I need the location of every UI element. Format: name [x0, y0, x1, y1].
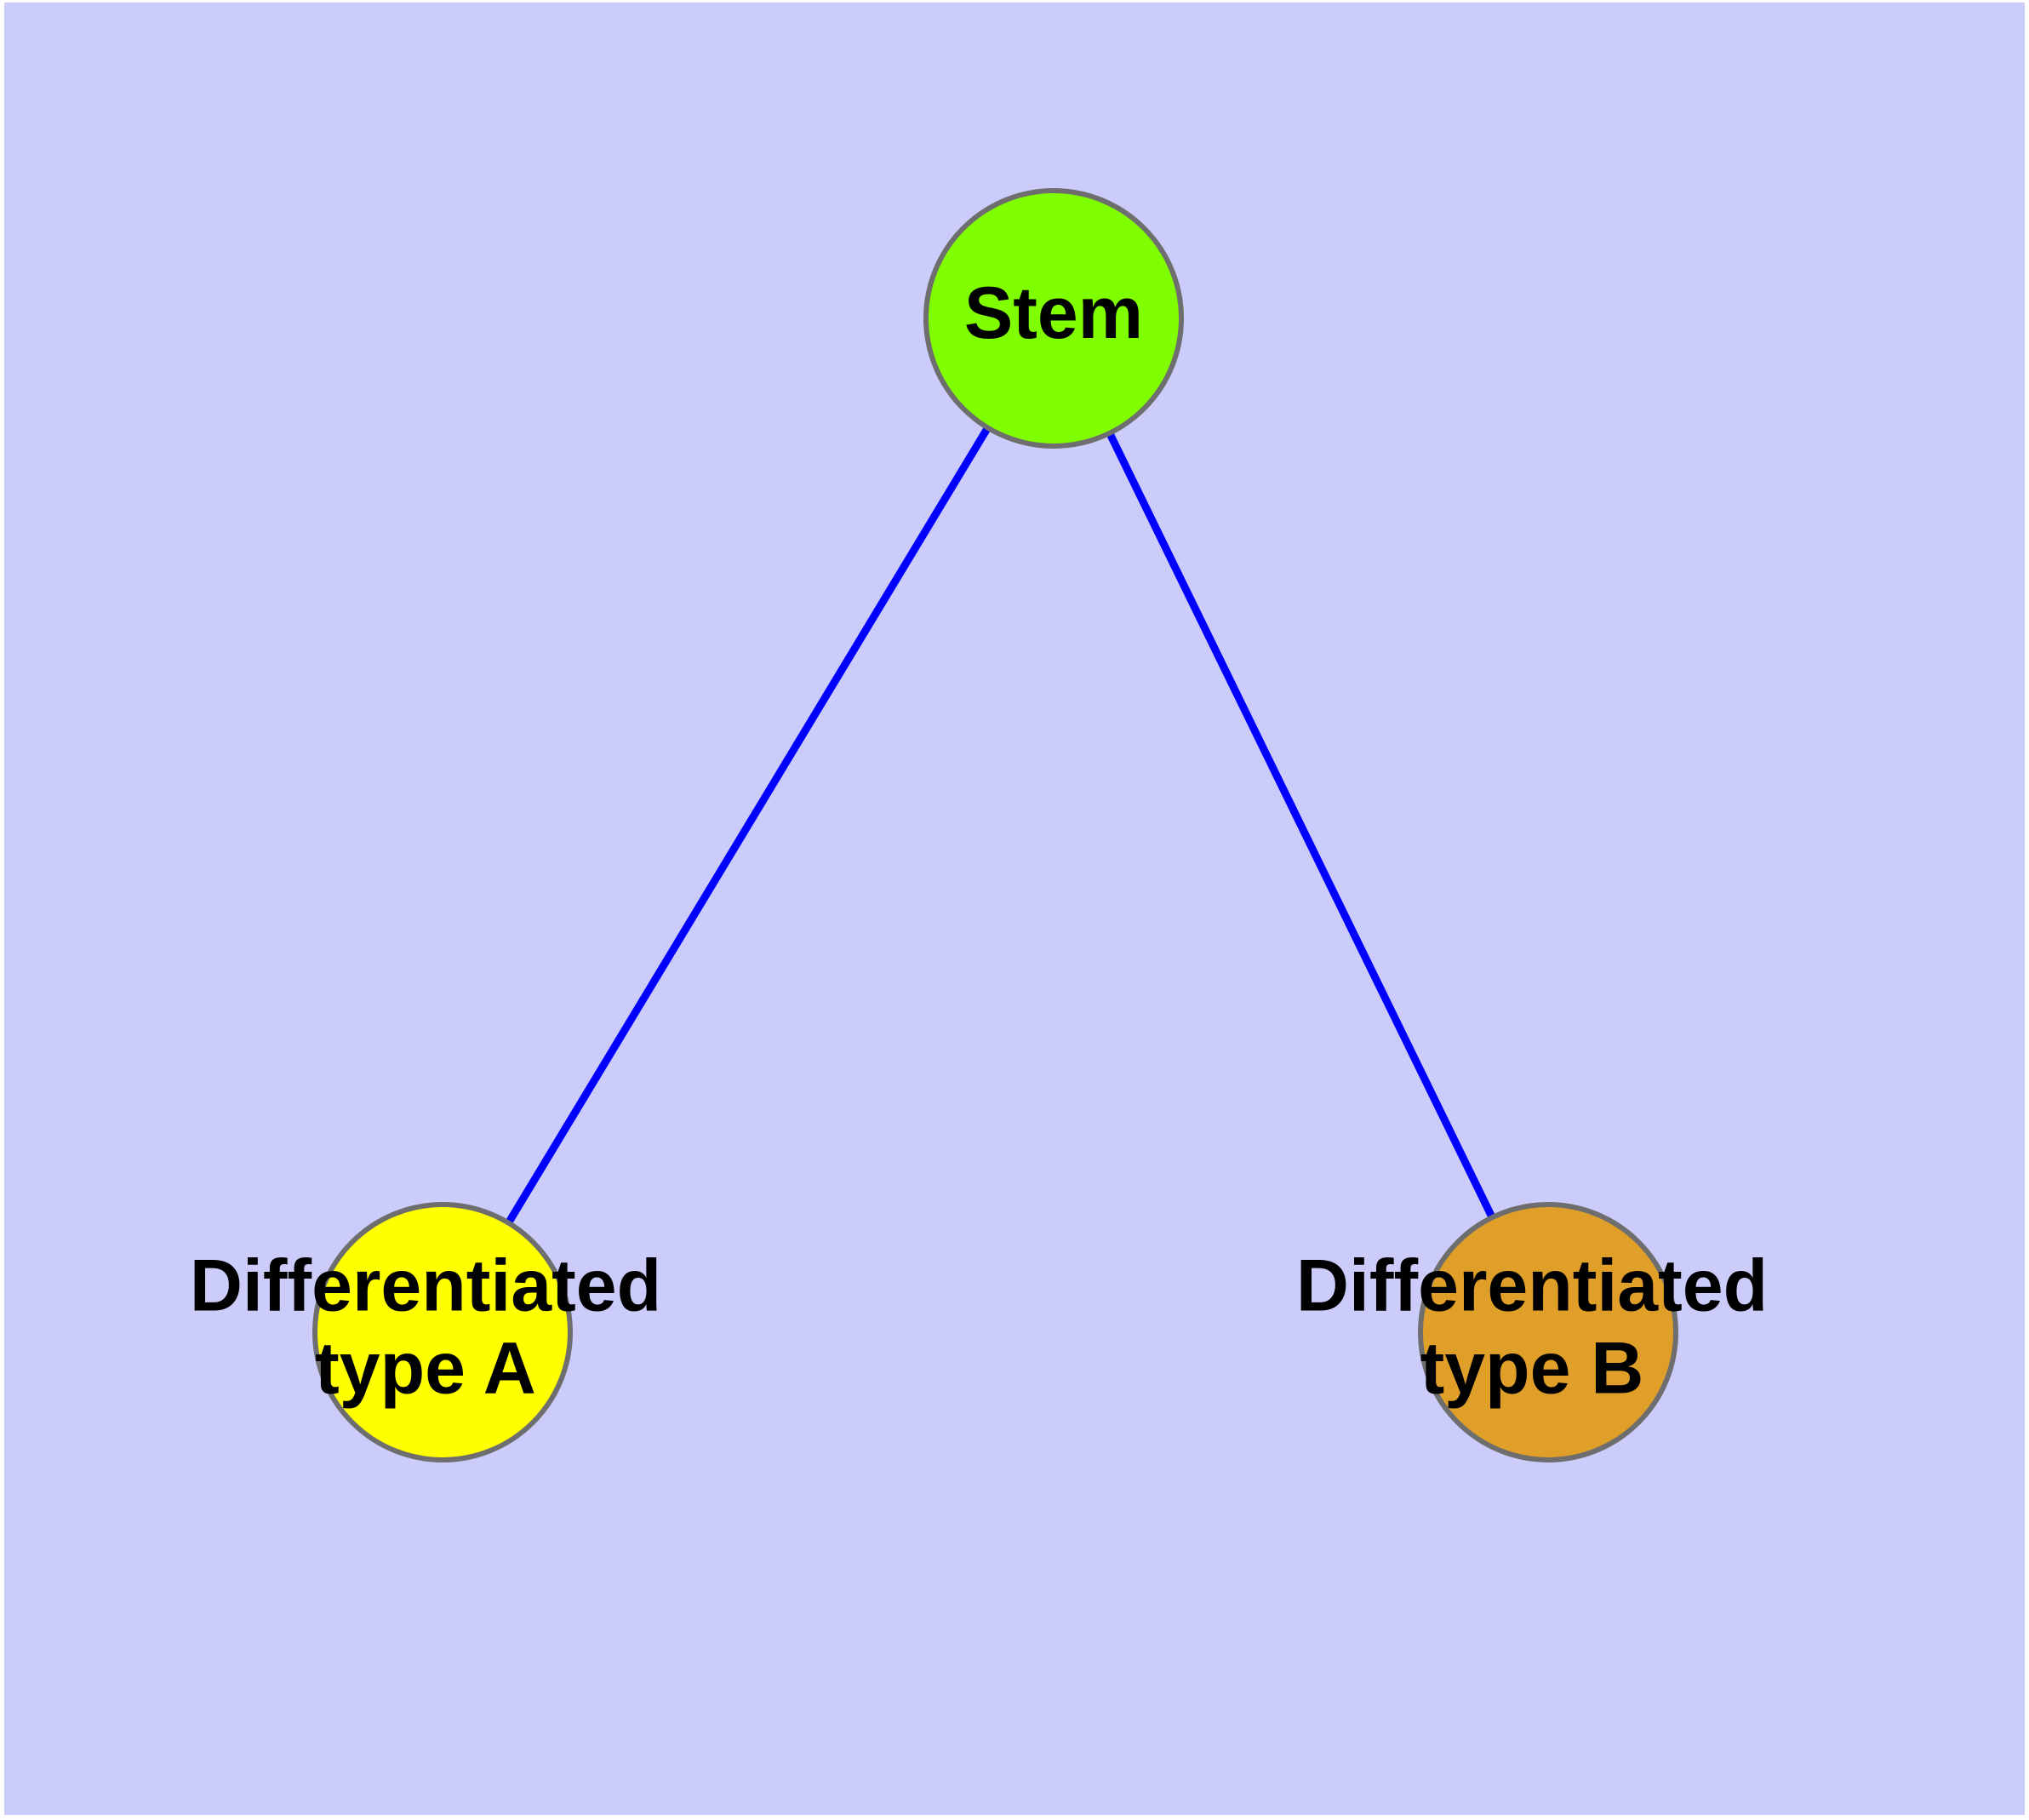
edge-layer [439, 316, 1552, 1335]
edge-stem-to-differentiated-type-b [1049, 317, 1552, 1334]
node-stem-label: Stem [964, 272, 1143, 354]
edge-stem-to-differentiated-type-a [439, 316, 1057, 1335]
node-differentiated-type-a-circle[interactable] [312, 1202, 573, 1462]
node-differentiated-type-b-circle[interactable] [1418, 1202, 1678, 1462]
node-stem-circle[interactable] [923, 188, 1184, 449]
node-stem[interactable]: Stem [923, 188, 1184, 449]
